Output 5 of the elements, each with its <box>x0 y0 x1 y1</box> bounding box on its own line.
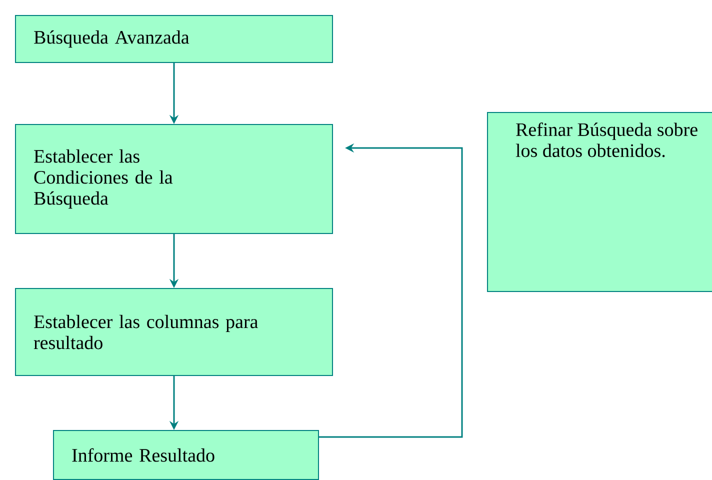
process-box: Búsqueda Avanzada <box>15 15 333 63</box>
text-box: Refinar Búsqueda sobre los datos obtenidos. <box>487 112 712 292</box>
process-box: Informe Resultado <box>53 430 319 480</box>
process-box: Establecer las Condiciones de la Búsqueda <box>15 124 333 234</box>
process-box: Establecer las columnas para resultado <box>15 288 333 376</box>
